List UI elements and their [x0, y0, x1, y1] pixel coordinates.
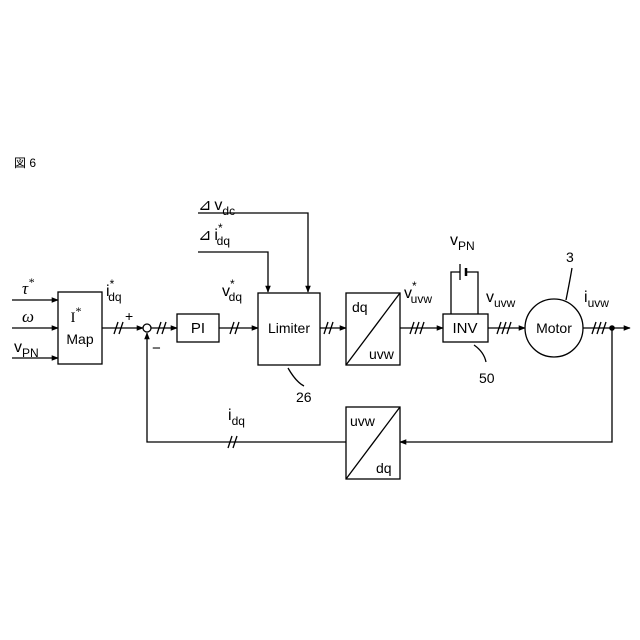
dq-uvw-top: dq	[352, 299, 368, 315]
input-vpn-label: vPN	[14, 339, 39, 360]
battery-label: vPN	[450, 232, 475, 253]
plus-sign: +	[125, 308, 133, 324]
battery-icon	[451, 264, 478, 314]
limiter-ref-number: 26	[296, 389, 312, 405]
svg-text:vuvw: vuvw	[486, 289, 516, 310]
inv-label: INV	[452, 320, 477, 337]
svg-text:idq: idq	[228, 407, 245, 428]
svg-text:τ*: τ*	[22, 275, 34, 298]
svg-text:iuvw: iuvw	[584, 289, 609, 310]
figure-label: 図 6	[14, 156, 36, 170]
svg-text:ω: ω	[22, 307, 34, 326]
uvw-dq-top: uvw	[350, 413, 376, 429]
inv-ref-leader	[474, 345, 486, 362]
feedback-to-uvwdq-line	[400, 328, 612, 442]
inv-ref-number: 50	[479, 370, 495, 386]
iuvw-label: iuvw	[584, 289, 609, 310]
vuvw-ref-label: v*uvw	[404, 279, 432, 306]
bus-slash-6	[497, 322, 511, 334]
minus-sign: −	[152, 340, 161, 357]
idq-ref-label: i*dq	[106, 277, 122, 304]
svg-text:v*dq: v*dq	[222, 277, 242, 304]
svg-text:vPN: vPN	[14, 339, 39, 360]
motor-label: Motor	[536, 320, 572, 336]
input-omega-label: ω	[22, 307, 34, 326]
svg-text:i*dq: i*dq	[106, 277, 122, 304]
idq-fb-label: idq	[228, 407, 245, 428]
bus-slash-5	[410, 322, 424, 334]
imap-line2: Map	[66, 331, 93, 347]
delta-idq-label: ⊿i*dq	[198, 221, 230, 248]
svg-text:⊿vdc: ⊿vdc	[198, 197, 235, 218]
imap-block	[58, 292, 102, 364]
motor-ref-leader	[566, 268, 572, 300]
svg-text:v*uvw: v*uvw	[404, 279, 432, 306]
vuvw-label: vuvw	[486, 289, 516, 310]
vdq-ref-label: v*dq	[222, 277, 242, 304]
limiter-label: Limiter	[268, 320, 310, 336]
input-tau-label: τ*	[22, 275, 34, 298]
motor-ref-number: 3	[566, 249, 574, 265]
svg-text:⊿i*dq: ⊿i*dq	[198, 221, 230, 248]
bus-slash-7	[592, 322, 606, 334]
summing-junction	[143, 324, 151, 332]
pi-label: PI	[191, 320, 205, 337]
dq-uvw-bottom: uvw	[369, 346, 395, 362]
uvw-dq-bottom: dq	[376, 460, 392, 476]
delta-vdc-label: ⊿vdc	[198, 197, 235, 218]
svg-text:vPN: vPN	[450, 232, 475, 253]
limiter-ref-leader	[288, 368, 304, 386]
